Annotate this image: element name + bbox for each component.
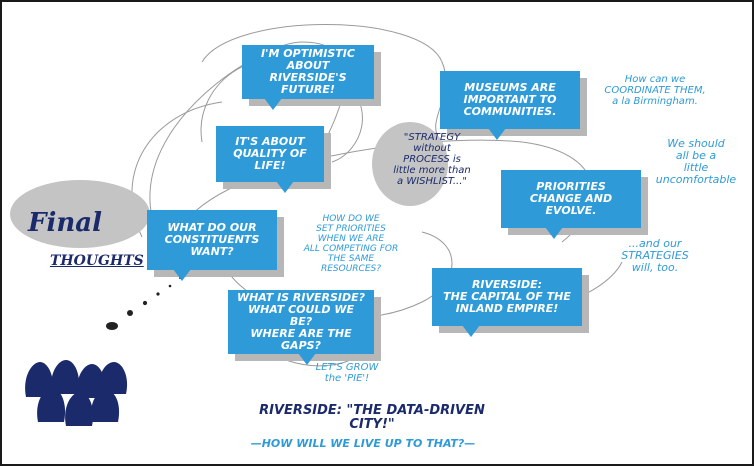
title-line-thoughts: THOUGHTS	[50, 253, 144, 269]
audience-figure	[37, 388, 66, 422]
quote-gray-blob	[372, 122, 448, 206]
connector-line	[201, 24, 447, 143]
audience-figures	[25, 360, 128, 426]
bubble-tail	[462, 325, 480, 337]
audience-figure	[99, 362, 128, 394]
strategy-quote: "STRATEGY without PROCESS is little more…	[393, 132, 471, 187]
bubble-quality: IT'S ABOUT QUALITY OF LIFE!	[216, 126, 324, 193]
bubble-tail	[264, 98, 282, 110]
data-driven-headline: RIVERSIDE: "THE DATA-DRIVEN CITY!"	[259, 403, 485, 432]
bubble-what-is-riverside: WHAT IS RIVERSIDE? WHAT COULD WE BE? WHE…	[228, 290, 374, 365]
bubble-optimistic-text: I'M OPTIMISTIC ABOUT RIVERSIDE'S FUTURE!	[261, 47, 355, 96]
title-line-final: Final	[28, 208, 102, 238]
audience-figure	[91, 390, 120, 422]
note-live-up: —HOW WILL WE LIVE UP TO THAT?—	[250, 437, 476, 450]
note-grow-pie: LET'S GROW the 'PIE'!	[315, 362, 379, 384]
bubble-tail	[173, 269, 191, 281]
bubble-riverside-capital: RIVERSIDE: The CAPITAL of the INLAND EMP…	[432, 268, 582, 337]
bubble-constituents-text: WHAT DO OUR CONSTITUENTS WANT?	[164, 221, 260, 258]
thought-dot	[168, 284, 172, 288]
bubble-riverside-capital-text: RIVERSIDE: The CAPITAL of the INLAND EMP…	[443, 278, 571, 315]
bubble-tail	[298, 353, 316, 365]
bubble-constituents: WHAT DO OUR CONSTITUENTS WANT?	[147, 210, 277, 281]
bubble-tail	[545, 227, 563, 239]
title-gray-blob	[10, 180, 150, 248]
thought-dot	[156, 292, 160, 296]
bubble-tail	[276, 181, 294, 193]
thought-dot	[127, 310, 133, 316]
bubble-museums-text: MUSEUMS are IMPORTANT to COMMUNITIES.	[463, 81, 557, 118]
note-uncomfortable: We should all be a little uncomfortable	[655, 137, 737, 186]
audience-figure	[77, 364, 106, 398]
audience-figure	[51, 360, 80, 394]
bubble-priorities: PRIORITIES CHANGE and EVOLVE.	[501, 170, 641, 239]
audience-figure	[65, 392, 94, 426]
final-thoughts-title: Final THOUGHTS	[28, 190, 144, 294]
bubble-tail	[488, 128, 506, 140]
bubble-museums: MUSEUMS are IMPORTANT to COMMUNITIES.	[440, 71, 580, 140]
note-set-priorities: HOW DO WE SET PRIORITIES WHEN WE ARE ALL…	[303, 214, 399, 274]
audience-figure	[25, 362, 54, 397]
thought-dot	[142, 300, 148, 306]
connector-line	[149, 41, 346, 218]
bubble-quality-text: IT'S ABOUT QUALITY OF LIFE!	[233, 135, 307, 172]
note-coordinate: How can we COORDINATE THEM, a la Birming…	[604, 74, 706, 107]
note-strategies: ...and our STRATEGIES will, too.	[621, 237, 689, 274]
thought-dot	[106, 322, 118, 330]
bubble-what-is-riverside-text: WHAT IS RIVERSIDE? WHAT COULD WE BE? WHE…	[236, 291, 366, 352]
bubble-optimistic: I'M OPTIMISTIC ABOUT RIVERSIDE'S FUTURE!	[242, 45, 374, 110]
bubble-priorities-text: PRIORITIES CHANGE and EVOLVE.	[529, 180, 613, 217]
